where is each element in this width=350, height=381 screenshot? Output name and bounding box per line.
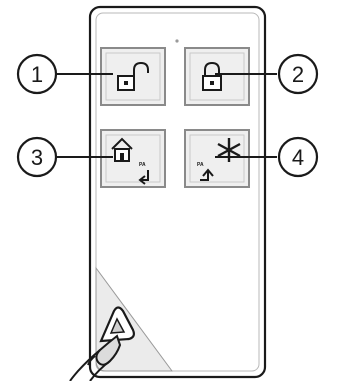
callout-number-3: 3 — [31, 145, 43, 170]
callout-number-2: 2 — [292, 62, 304, 87]
home-panic-icon — [111, 137, 133, 162]
hand-press-icon — [138, 170, 149, 185]
locked-padlock-icon — [202, 61, 222, 91]
unlocked-padlock-icon — [117, 61, 149, 91]
button-4[interactable]: PA — [184, 129, 250, 188]
key-fob-inner-outline — [95, 12, 260, 372]
callout-number-4: 4 — [292, 145, 304, 170]
callout-number-1: 1 — [31, 62, 43, 87]
callout-2: 2 — [277, 53, 319, 95]
button-1[interactable] — [100, 47, 166, 106]
callout-1: 1 — [16, 53, 58, 95]
hand-press-icon — [200, 168, 214, 181]
button-2[interactable] — [184, 47, 250, 106]
button-3[interactable]: PA — [100, 129, 166, 188]
callout-3: 3 — [16, 136, 58, 178]
led-indicator — [175, 39, 179, 43]
keyring-eyelet-hole — [109, 317, 126, 334]
lanyard-cord — [69, 334, 122, 381]
pa-label-button-4: PA — [197, 162, 204, 168]
callout-4: 4 — [277, 136, 319, 178]
pa-label-button-3: PA — [139, 162, 146, 168]
